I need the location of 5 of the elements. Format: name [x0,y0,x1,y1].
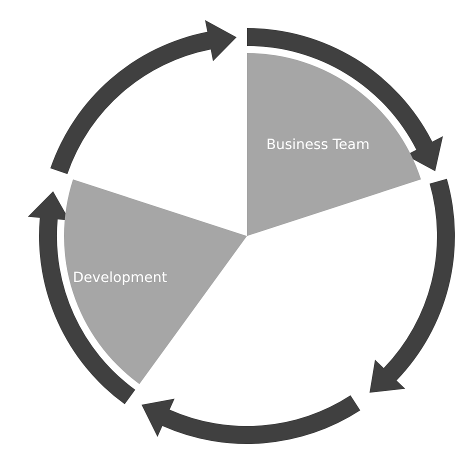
pie-wedge [64,179,247,385]
wedge-label: Development [72,270,168,286]
wedge-label: Business Team [266,137,370,153]
pie-wedge [247,53,422,236]
cycle-arrow [50,20,237,174]
